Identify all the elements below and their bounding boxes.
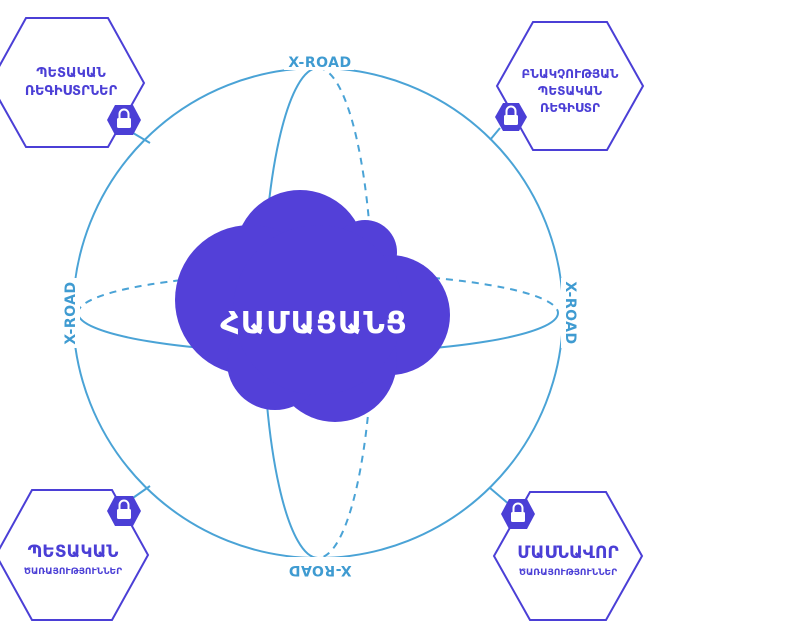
lock-icon <box>501 499 535 529</box>
hexagon-top-left <box>0 17 146 148</box>
x-road-labels: X-ROAD X-ROAD X-ROAD X-ROAD <box>62 52 579 578</box>
connector-top-right <box>489 127 501 141</box>
cloud: ՀԱՄԱՑԱՆՑ <box>175 190 450 422</box>
node-private-services-title: ՄԱՍՆԱՎՈՐ <box>517 543 619 563</box>
meridian-back <box>317 67 374 559</box>
lock-icon <box>107 105 141 135</box>
node-state-services-title: ՊԵՏԱԿԱՆ <box>28 542 119 562</box>
lock-icon <box>495 103 527 131</box>
cloud-label: ՀԱՄԱՑԱՆՑ <box>220 306 407 341</box>
node-private-services-subtitle: ԾԱՌԱՅՈՒԹՅՈՒՆՆԵՐ <box>519 568 617 578</box>
node-state-registers: ՊԵՏԱԿԱՆ ՌԵԳԻՍՏՐՆԵՐ <box>0 17 146 148</box>
node-state-services-subtitle: ԾԱՌԱՅՈՒԹՅՈՒՆՆԵՐ <box>24 567 122 577</box>
x-road-label-right: X-ROAD <box>562 281 578 344</box>
hexagon-top-right <box>495 21 645 151</box>
node-state-registers-line2: ՌԵԳԻՍՏՐՆԵՐ <box>25 84 118 99</box>
node-population-register-line2: ՊԵՏԱԿԱՆ <box>538 84 603 98</box>
x-road-label-left: X-ROAD <box>63 281 79 344</box>
node-population-register-line1: ԲՆԱԿՉՈՒԹՅԱՆ <box>522 67 619 81</box>
node-private-services: ՄԱՍՆԱՎՈՐ ԾԱՌԱՅՈՒԹՅՈՒՆՆԵՐ <box>492 491 644 621</box>
lock-icon <box>107 496 141 526</box>
hexagon-bottom-right <box>492 491 644 621</box>
node-state-services: ՊԵՏԱԿԱՆ ԾԱՌԱՅՈՒԹՅՈՒՆՆԵՐ <box>0 489 150 621</box>
hexagon-bottom-left <box>0 489 150 621</box>
node-population-register-line3: ՌԵԳԻՍՏՐ <box>540 101 600 115</box>
x-road-label-top: X-ROAD <box>288 55 351 71</box>
connector-bottom-right <box>489 487 511 506</box>
node-state-registers-line1: ՊԵՏԱԿԱՆ <box>36 66 106 81</box>
node-population-register: ԲՆԱԿՉՈՒԹՅԱՆ ՊԵՏԱԿԱՆ ՌԵԳԻՍՏՐ <box>495 21 645 151</box>
x-road-label-bottom: X-ROAD <box>288 562 351 578</box>
